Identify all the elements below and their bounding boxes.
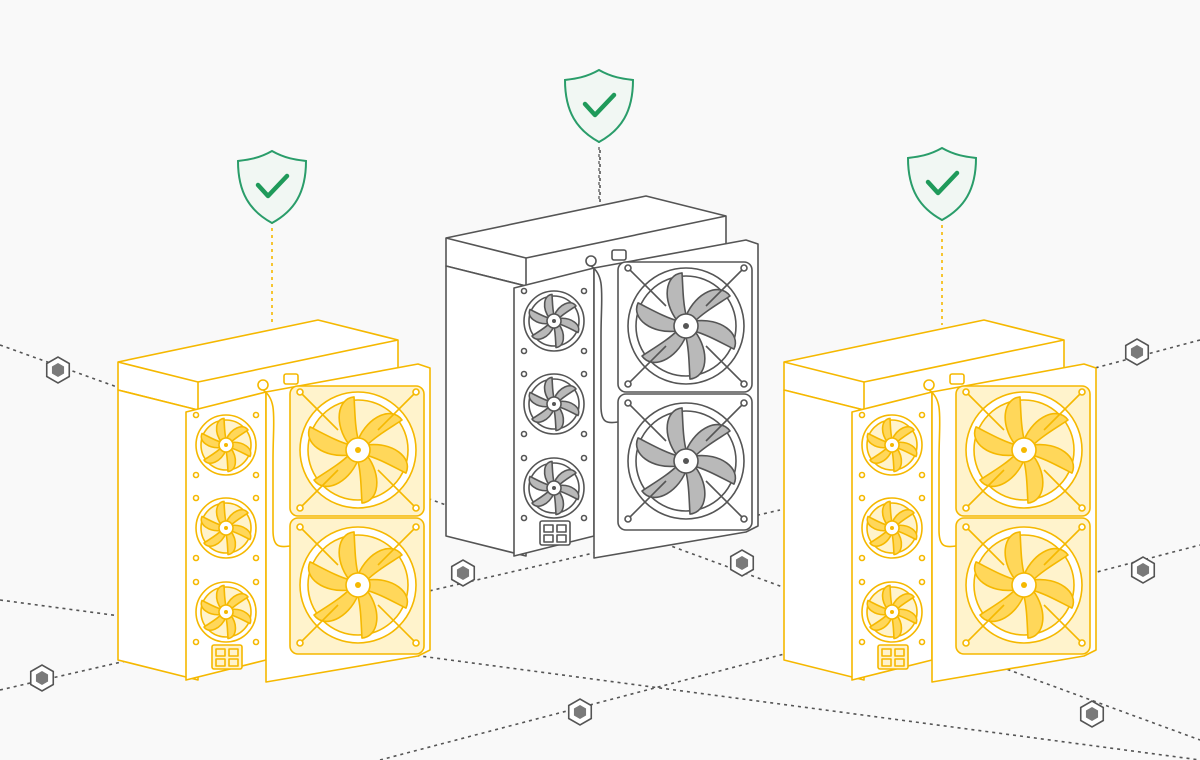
miner-side-panel (117, 389, 199, 681)
hexagon-node-icon (1079, 700, 1105, 728)
fan-icon (520, 454, 588, 522)
fan-icon (296, 388, 420, 512)
power-port-icon (539, 520, 571, 546)
fan-icon (624, 399, 748, 523)
fan-icon (962, 523, 1086, 647)
fan-icon (192, 494, 260, 562)
network-nodes (29, 338, 1156, 728)
fan-icon (962, 388, 1086, 512)
right-miner (783, 319, 1097, 683)
connector-icon (923, 379, 935, 391)
miners (117, 195, 1097, 683)
shield-check-icon (906, 146, 978, 222)
hexagon-node-icon (29, 664, 55, 692)
connector-icon (257, 379, 269, 391)
left-miner (117, 319, 431, 683)
fan-icon (624, 264, 748, 388)
fan-icon (858, 578, 926, 646)
check-icon (925, 170, 960, 196)
fan-icon (520, 370, 588, 438)
hexagon-node-icon (1130, 556, 1156, 584)
hexagon-node-icon (45, 356, 71, 384)
shield-check-icon (236, 149, 308, 225)
fan-icon (520, 287, 588, 355)
verification-shields (236, 68, 978, 325)
check-icon (582, 92, 617, 118)
check-icon (255, 173, 290, 199)
shield-check-icon (563, 68, 635, 144)
fan-icon (192, 578, 260, 646)
fan-icon (296, 523, 420, 647)
hexagon-node-icon (1124, 338, 1150, 366)
fan-icon (858, 494, 926, 562)
connector-icon (585, 255, 597, 267)
fan-icon (858, 411, 926, 479)
power-port-icon (877, 644, 909, 670)
hexagon-node-icon (450, 559, 476, 587)
hexagon-node-icon (729, 549, 755, 577)
miner-side-panel (445, 265, 527, 557)
miner-side-panel (783, 389, 865, 681)
power-port-icon (211, 644, 243, 670)
hexagon-node-icon (567, 698, 593, 726)
fan-icon (192, 411, 260, 479)
center-miner (445, 195, 759, 559)
